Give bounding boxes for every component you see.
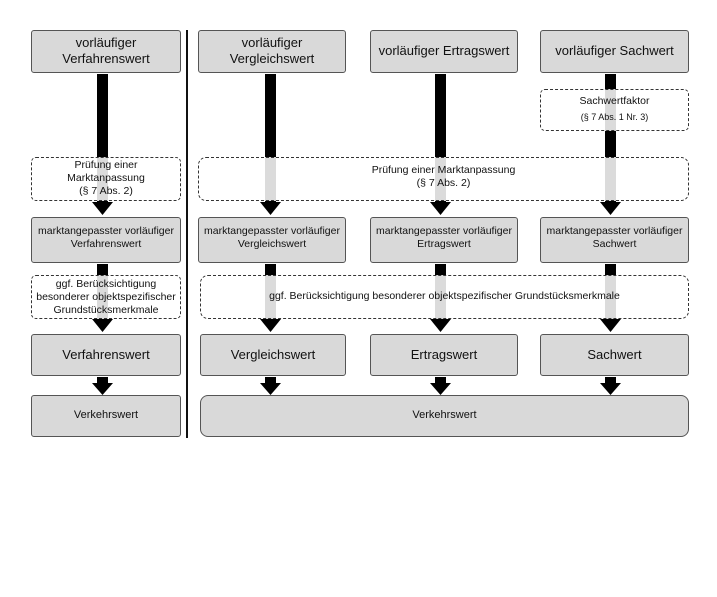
box-prelim-income-value-label: vorläufiger Ertragswert xyxy=(378,43,510,59)
box-asset-value-label: Sachwert xyxy=(587,346,642,362)
arrow-income-1 xyxy=(430,74,451,215)
box-prelim-procedure-value-line1: vorläufiger xyxy=(75,35,137,50)
box-asset-factor-line2: (§ 7 Abs. 1 Nr. 3) xyxy=(580,112,649,123)
arrow-left-1 xyxy=(92,74,113,215)
box-adjusted-asset-value-line1: marktangepasster vorläufiger xyxy=(546,225,683,237)
box-adjusted-comparison-value: marktangepasster vorläufiger Vergleichsw… xyxy=(198,217,346,263)
arrow-left-3 xyxy=(92,377,113,395)
box-special-features-left-line2: besonderer objektspezifischer xyxy=(36,291,176,304)
arrow-asset-1 xyxy=(600,74,621,215)
box-special-features-left-line3: Grundstücksmerkmale xyxy=(53,304,159,317)
box-adjusted-comparison-value-line1: marktangepasster vorläufiger xyxy=(204,225,340,237)
box-adjusted-asset-value: marktangepasster vorläufiger Sachwert xyxy=(540,217,689,263)
arrow-comparison-1 xyxy=(260,74,281,215)
box-prelim-comparison-value-line2: Vergleichswert xyxy=(229,51,315,67)
box-prelim-procedure-value-line2: Verfahrenswert xyxy=(62,51,150,67)
box-market-check-right-line2: (§ 7 Abs. 2) xyxy=(416,177,471,190)
box-asset-value: Sachwert xyxy=(540,334,689,376)
box-market-check-left: Prüfung einer Marktanpassung (§ 7 Abs. 2… xyxy=(31,157,181,201)
box-prelim-asset-value: vorläufiger Sachwert xyxy=(540,30,689,73)
box-adjusted-procedure-value: marktangepasster vorläufiger Verfahrensw… xyxy=(31,217,181,263)
box-adjusted-income-value-line2: Ertragswert xyxy=(417,238,471,251)
box-market-value-left: Verkehrswert xyxy=(31,395,181,437)
arrow-income-3 xyxy=(430,377,451,395)
box-special-features-left-line1: ggf. Berücksichtigung xyxy=(55,278,157,290)
box-market-value-left-label: Verkehrswert xyxy=(73,409,139,422)
box-adjusted-income-value-line1: marktangepasster vorläufiger xyxy=(376,225,512,237)
box-special-features-right: ggf. Berücksichtigung besonderer objekts… xyxy=(200,275,689,319)
box-prelim-income-value: vorläufiger Ertragswert xyxy=(370,30,518,73)
box-comparison-value-label: Vergleichswert xyxy=(230,346,316,362)
box-special-features-right-label: ggf. Berücksichtigung besonderer objekts… xyxy=(269,290,620,303)
box-market-check-left-line2: Marktanpassung xyxy=(67,172,145,185)
box-adjusted-income-value: marktangepasster vorläufiger Ertragswert xyxy=(370,217,518,263)
box-prelim-procedure-value: vorläufiger Verfahrenswert xyxy=(31,30,181,73)
box-prelim-comparison-value: vorläufiger Vergleichswert xyxy=(198,30,346,73)
box-adjusted-procedure-value-line2: Verfahrenswert xyxy=(70,238,142,251)
box-adjusted-comparison-value-line2: Vergleichswert xyxy=(237,238,307,251)
box-market-check-right-line1: Prüfung einer Marktanpassung xyxy=(371,164,516,176)
box-income-value-label: Ertragswert xyxy=(410,346,478,362)
column-divider xyxy=(186,30,188,438)
arrow-asset-3 xyxy=(600,377,621,395)
box-special-features-left: ggf. Berücksichtigung besonderer objekts… xyxy=(31,275,181,319)
box-market-check-right: Prüfung einer Marktanpassung (§ 7 Abs. 2… xyxy=(198,157,689,201)
box-procedure-value: Verfahrenswert xyxy=(31,334,181,376)
box-adjusted-asset-value-line2: Sachwert xyxy=(592,238,637,251)
box-market-check-left-line1: Prüfung einer xyxy=(74,159,138,171)
box-income-value: Ertragswert xyxy=(370,334,518,376)
box-comparison-value: Vergleichswert xyxy=(200,334,346,376)
box-prelim-comparison-value-line1: vorläufiger xyxy=(241,35,303,50)
box-prelim-asset-value-label: vorläufiger Sachwert xyxy=(555,43,674,59)
box-asset-factor: Sachwertfaktor (§ 7 Abs. 1 Nr. 3) xyxy=(540,89,689,131)
box-market-value-right-label: Verkehrswert xyxy=(412,409,477,422)
box-market-check-left-line3: (§ 7 Abs. 2) xyxy=(79,185,133,198)
box-adjusted-procedure-value-line1: marktangepasster vorläufiger xyxy=(38,225,174,237)
arrow-comparison-3 xyxy=(260,377,281,395)
box-procedure-value-label: Verfahrenswert xyxy=(62,346,150,362)
box-asset-factor-line1: Sachwertfaktor xyxy=(579,95,650,107)
box-market-value-right: Verkehrswert xyxy=(200,395,689,437)
